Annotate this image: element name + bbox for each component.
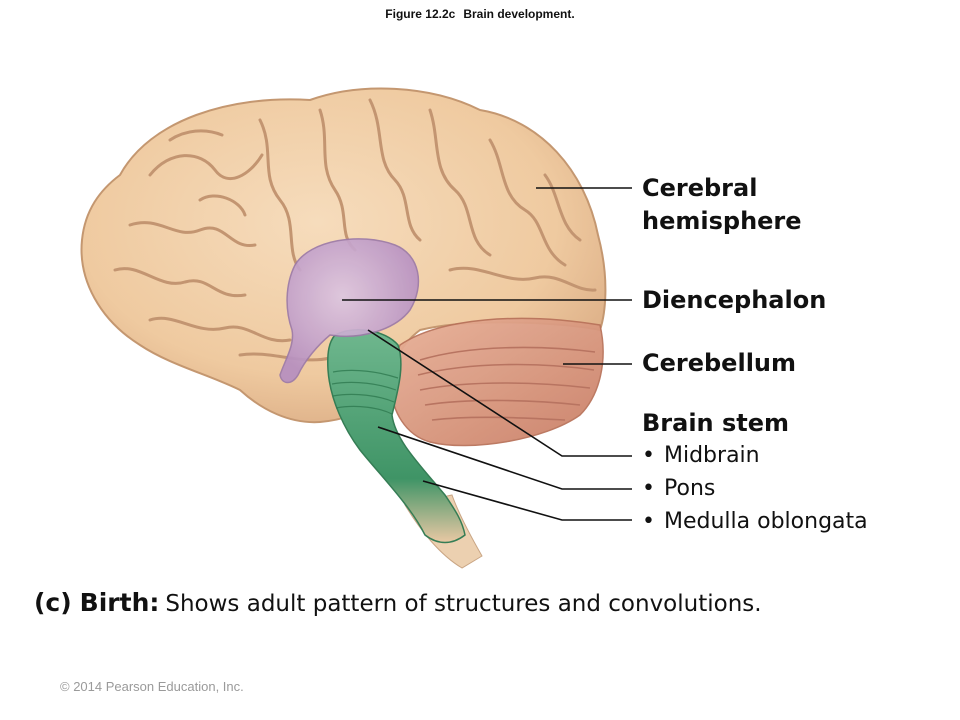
caption-term: Birth: [79,588,160,617]
figure-caption: (c)Birth:Shows adult pattern of structur… [34,588,762,617]
label-medulla-text: Medulla oblongata [664,509,868,534]
leader-line-pons [377,426,632,490]
cerebral-folds [113,98,597,362]
label-cerebellum: Cerebellum [642,349,797,377]
bullet-icon: • [642,509,655,534]
cerebellum-shape [391,317,604,447]
label-pons-text: Pons [664,476,716,501]
cerebellum-folia [417,346,596,421]
figure-title: Figure 12.2c Brain development. [0,7,960,21]
label-brain-stem: Brain stem [642,409,790,437]
pons-striations [331,369,399,415]
label-cerebral-line1: Cerebral [642,174,758,202]
label-pons: • Pons [642,476,715,502]
bullet-icon: • [642,443,655,468]
figure-number: Figure 12.2c [385,7,456,21]
leader-line-midbrain [367,329,632,457]
caption-panel-letter: (c) [34,588,72,617]
label-diencephalon: Diencephalon [642,286,827,314]
copyright-notice: © 2014 Pearson Education, Inc. [60,679,244,694]
figure-title-text: Brain development. [463,7,575,21]
label-medulla-oblongata: • Medulla oblongata [642,509,868,535]
leader-lines [342,187,632,521]
label-midbrain-text: Midbrain [664,443,760,468]
label-cerebral-hemisphere: Cerebral hemisphere [642,172,802,238]
caption-text: Shows adult pattern of structures and co… [165,591,762,617]
label-midbrain: • Midbrain [642,443,760,469]
diencephalon-shape [279,238,420,384]
bullet-icon: • [642,476,655,501]
label-cerebral-line2: hemisphere [642,207,802,235]
leader-line-medulla [422,480,632,521]
